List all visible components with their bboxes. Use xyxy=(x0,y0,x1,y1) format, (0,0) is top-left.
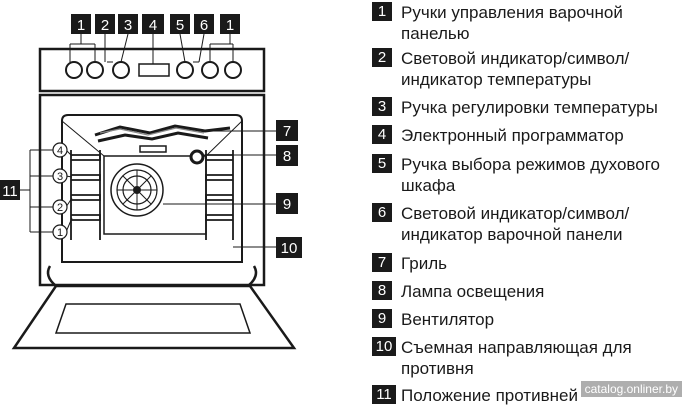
legend-item-10: 10 Съемная направляющая для противня xyxy=(372,337,632,379)
door-window xyxy=(54,303,252,334)
legend-num: 2 xyxy=(372,48,392,67)
label-11: 11 xyxy=(2,183,18,200)
legend-item-9: 9 Вентилятор xyxy=(372,309,494,330)
legend-item-4: 4 Электронный программатор xyxy=(372,125,624,146)
label-box-2 xyxy=(95,14,115,34)
label-6: 6 xyxy=(200,17,208,34)
label-5: 5 xyxy=(176,17,184,34)
temperature-knob xyxy=(112,61,130,79)
shelf-position-4-circle xyxy=(52,142,68,158)
right-shelf-rails xyxy=(205,150,234,240)
shelf-position-1-circle xyxy=(52,224,68,240)
label-1b: 1 xyxy=(226,17,234,34)
label-2: 2 xyxy=(101,17,109,34)
legend-num: 1 xyxy=(372,2,392,21)
label-3: 3 xyxy=(124,17,132,34)
legend-num: 10 xyxy=(372,337,396,356)
legend-item-6: 6 Световой индикатор/символ/ индикатор в… xyxy=(372,203,629,245)
legend-num: 8 xyxy=(372,281,392,300)
grill-element-inner xyxy=(99,127,205,136)
label-box-10 xyxy=(276,237,302,258)
label-10: 10 xyxy=(281,240,298,257)
lamp xyxy=(189,149,205,165)
top-label-group: 1 2 3 4 5 6 1 xyxy=(71,14,240,34)
legend-item-7: 7 Гриль xyxy=(372,253,447,274)
label-box-11 xyxy=(0,180,20,200)
shelf-position-2: 2 xyxy=(57,202,63,214)
legend-num: 4 xyxy=(372,125,392,144)
shelf-position-2-circle xyxy=(52,199,68,215)
legend-text: Вентилятор xyxy=(401,310,495,329)
label-box-1 xyxy=(71,14,91,34)
label-box-1b xyxy=(220,14,240,34)
legend-item-3: 3 Ручка регулировки температуры xyxy=(372,97,658,118)
legend-item-2: 2 Световой индикатор/символ/ индикатор т… xyxy=(372,48,629,90)
legend-item-11: 11 Положение противней xyxy=(372,385,578,406)
label-1: 1 xyxy=(77,17,85,34)
hob-knob-left-1 xyxy=(65,61,83,79)
legend-text: Гриль xyxy=(401,254,447,273)
door-hinge-right xyxy=(247,265,258,287)
mode-knob xyxy=(176,61,194,79)
label-box-3 xyxy=(118,14,138,34)
shelf-position-1: 1 xyxy=(57,227,63,239)
legend-text: Электронный программатор xyxy=(401,126,624,145)
label-7: 7 xyxy=(283,123,291,140)
door-hinge-left xyxy=(46,265,57,287)
oven-cavity-outline xyxy=(61,114,243,263)
legend-text: Световой индикатор/символ/ индикатор вар… xyxy=(401,204,630,244)
label-box-6 xyxy=(194,14,214,34)
left-shelf-rails xyxy=(70,150,101,240)
legend-text: Ручка регулировки температуры xyxy=(401,98,658,117)
legend-text: Положение противней xyxy=(401,386,578,405)
shelf-position-3: 3 xyxy=(57,171,63,183)
shelf-position-3-circle xyxy=(52,168,68,184)
legend-item-5: 5 Ручка выбора режимов духового шкафа xyxy=(372,154,660,196)
shelf-position-4: 4 xyxy=(57,145,63,157)
watermark: catalog.onliner.by xyxy=(580,381,682,397)
label-4: 4 xyxy=(149,17,157,34)
hob-knob-right-1 xyxy=(201,61,219,79)
legend-item-8: 8 Лампа освещения xyxy=(372,281,544,302)
legend-num: 6 xyxy=(372,203,392,222)
label-box-4 xyxy=(142,14,164,34)
label-box-5 xyxy=(170,14,190,34)
legend-num: 11 xyxy=(372,385,396,404)
legend-item-1: 1 Ручки управления варочной панелью xyxy=(372,2,623,44)
fan-hub xyxy=(133,186,141,194)
programmer-display xyxy=(138,63,170,77)
label-8: 8 xyxy=(283,148,291,165)
label-box-9 xyxy=(276,193,298,214)
label-9: 9 xyxy=(283,196,291,213)
label-box-8 xyxy=(276,145,298,166)
legend-text: Ручка выбора режимов духового шкафа xyxy=(401,155,661,195)
legend-text: Ручки управления варочной панелью xyxy=(401,3,623,43)
legend-num: 5 xyxy=(372,154,392,173)
hob-knob-right-2 xyxy=(224,61,242,79)
legend-text: Съемная направляющая для противня xyxy=(401,338,632,378)
legend-num: 3 xyxy=(372,97,392,116)
legend-num: 7 xyxy=(372,253,392,272)
label-box-7 xyxy=(276,120,298,141)
legend-text: Лампа освещения xyxy=(401,282,545,301)
legend-num: 9 xyxy=(372,309,392,328)
top-leader-lines xyxy=(69,33,234,64)
fan-cover-top xyxy=(139,145,167,153)
hob-knob-left-2 xyxy=(86,61,104,79)
right-leader-lines xyxy=(163,130,276,248)
legend-text: Световой индикатор/символ/ индикатор тем… xyxy=(401,49,630,89)
